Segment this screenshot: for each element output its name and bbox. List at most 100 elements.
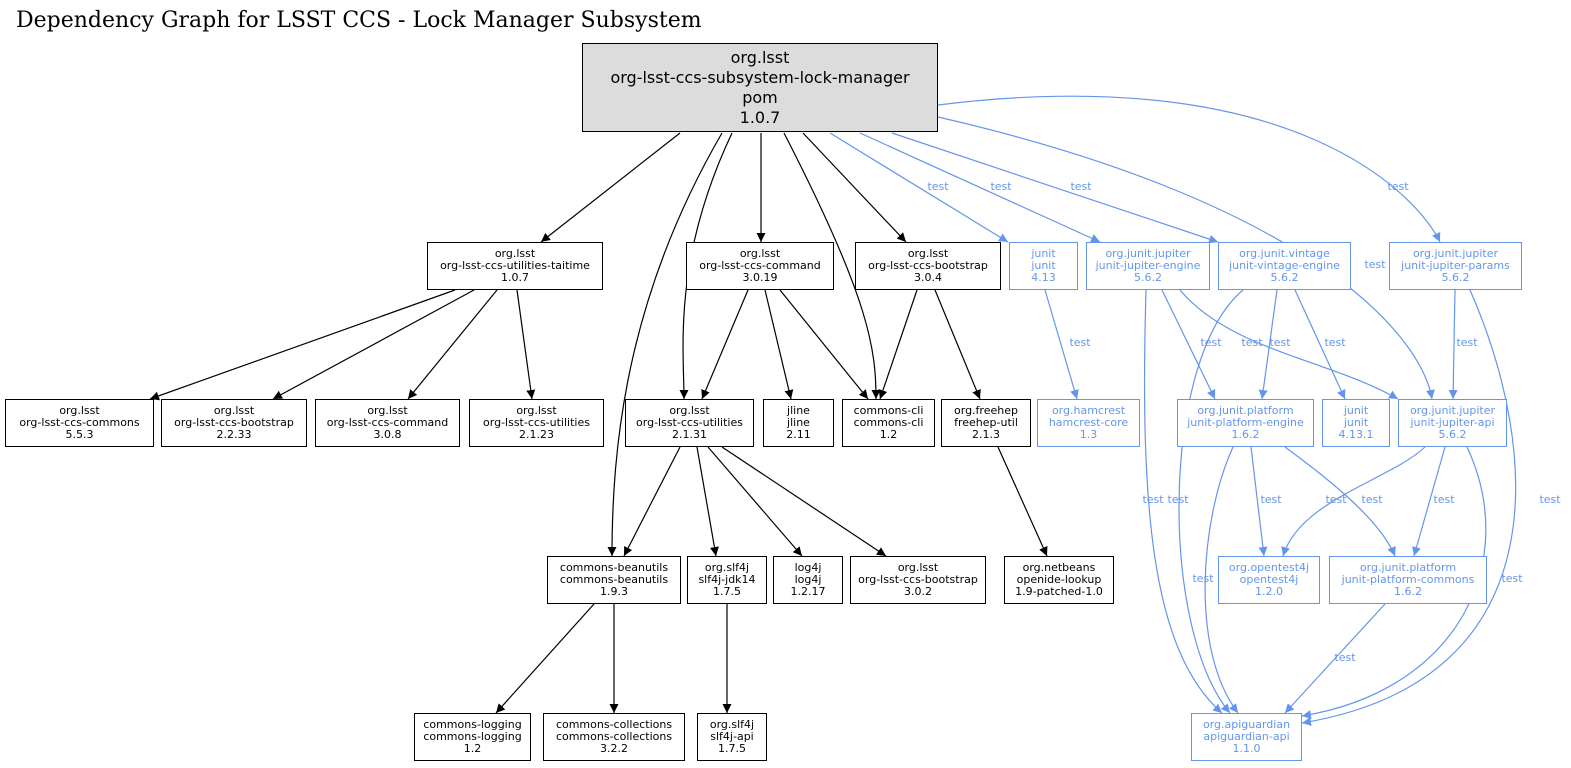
edge-utilities2131-to-slf4jjdk14 — [696, 446, 719, 557]
edge-label: test — [1241, 336, 1263, 349]
edge-label: test — [1539, 493, 1561, 506]
edge-bootstrap304-to-commonscli — [878, 289, 918, 400]
edge-root-to-bootstrap304 — [802, 132, 907, 243]
edge-jupiterparams-to-apiguardian — [1301, 289, 1517, 726]
node-line: org-lsst-ccs-utilities — [483, 416, 590, 429]
node-line: org.lsst — [516, 404, 557, 417]
edge-freehep-to-openide — [997, 446, 1048, 557]
edge-root-to-jupiterparams — [937, 95, 1441, 243]
node-line: 2.2.33 — [216, 428, 252, 441]
node-line: org-lsst-ccs-command — [699, 259, 821, 272]
node-line: org.junit.vintage — [1239, 247, 1330, 260]
edge-label: test — [1334, 651, 1356, 664]
edge-label: test — [1269, 336, 1291, 349]
edge-label: test — [1069, 336, 1091, 349]
edge-vintageengine-to-platformengine — [1258, 289, 1278, 400]
edge-utilities2131-to-beanutils — [623, 446, 681, 557]
node-line: 5.5.3 — [65, 428, 94, 441]
edge-platformcommons-to-apiguardian — [1284, 603, 1386, 714]
node-line: org.junit.jupiter — [1105, 247, 1191, 260]
node-line: 1.3 — [1079, 428, 1098, 441]
node-line: junit — [1031, 259, 1056, 272]
edge-platformengine-to-platformcommons — [1284, 446, 1396, 557]
node-line: org-lsst-ccs-bootstrap — [174, 416, 294, 429]
edge-label: test — [1364, 258, 1386, 271]
node-line: 2.1.31 — [672, 428, 707, 441]
edge-taitime-to-command308 — [407, 289, 498, 400]
node-line: org.lsst — [494, 247, 536, 260]
node-line: org.lsst — [739, 247, 781, 260]
node-line: org.slf4j — [709, 718, 755, 731]
edge-taitime-to-utilities2123 — [516, 289, 536, 400]
node-line: log4j — [794, 573, 822, 586]
node-line: org.apiguardian — [1202, 718, 1291, 731]
node-line: 1.9-patched-1.0 — [1015, 585, 1103, 598]
node-line: org.lsst — [367, 404, 408, 417]
node-line: org.lsst — [907, 247, 949, 260]
node-line: 1.0.7 — [739, 107, 781, 127]
node-line: commons-logging — [423, 730, 522, 743]
node-line: org.lsst — [730, 47, 790, 67]
node-line: org-lsst-ccs-utilities — [636, 416, 743, 429]
edge-utilities2131-to-bootstrap302 — [721, 446, 887, 557]
node-line: hamcrest-core — [1048, 416, 1129, 429]
node-line: 5.6.2 — [1438, 428, 1467, 441]
edge-beanutils-to-commonslogging — [495, 603, 595, 714]
node-line: org.junit.platform — [1359, 561, 1457, 574]
node-line: 1.7.5 — [713, 585, 741, 598]
node-line: 1.6.2 — [1394, 585, 1422, 598]
edge-label: test — [1167, 493, 1189, 506]
node-line: junit — [1343, 404, 1369, 417]
page-title: Dependency Graph for LSST CCS - Lock Man… — [16, 8, 702, 33]
node-line: freehep-util — [954, 416, 1018, 429]
node-line: commons-collections — [555, 718, 673, 731]
edge-root-to-junit413 — [829, 132, 1009, 243]
node-line: org-lsst-ccs-commons — [19, 416, 140, 429]
edge-label: test — [927, 180, 949, 193]
node-line: org-lsst-ccs-command — [326, 416, 449, 429]
node-line: org.lsst — [897, 561, 939, 574]
node-line: pom — [742, 87, 778, 107]
edge-label: test — [1200, 336, 1222, 349]
node-line: commons-cli — [853, 416, 924, 429]
node-line: jline — [787, 404, 810, 417]
node-line: org.lsst — [213, 404, 255, 417]
node-line: 3.0.4 — [914, 271, 942, 284]
node-line: org.opentest4j — [1228, 561, 1310, 574]
node-line: 5.6.2 — [1441, 271, 1470, 284]
node-line: 1.6.2 — [1231, 428, 1260, 441]
node-line: junit — [1031, 247, 1056, 260]
node-line: commons-collections — [555, 730, 673, 743]
node-line: org-lsst-ccs-bootstrap — [858, 573, 978, 586]
node-line: junit-platform-engine — [1187, 416, 1304, 429]
node-line: org.slf4j — [704, 561, 750, 574]
node-line: 2.1.3 — [972, 428, 1000, 441]
edge-label: test — [1456, 336, 1478, 349]
edge-root-to-vintageengine — [891, 132, 1219, 244]
node-line: 2.1.23 — [519, 428, 554, 441]
edge-root-to-taitime — [540, 132, 681, 243]
edge-utilities2131-to-log4j — [707, 446, 803, 557]
edge-jupiterparams-to-jupiterapi — [1448, 289, 1458, 400]
node-line: 3.0.2 — [904, 585, 932, 598]
